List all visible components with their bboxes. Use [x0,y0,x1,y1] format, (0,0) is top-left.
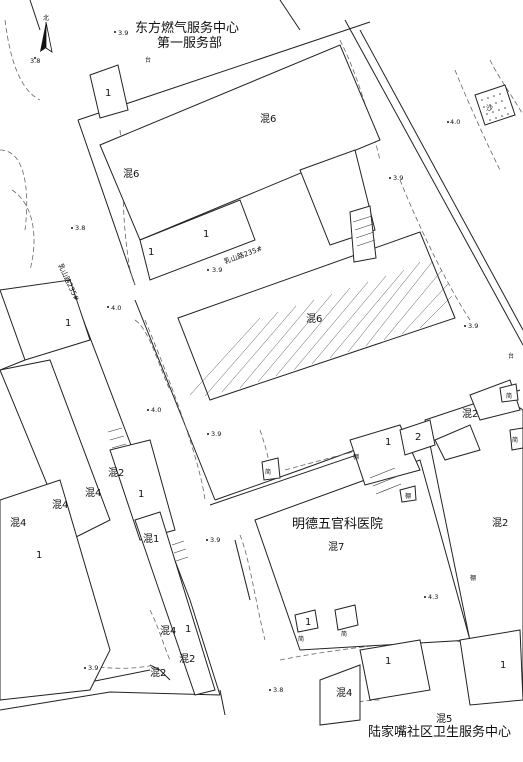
elevation-label: 3.9 [212,266,222,274]
building-label: 混7 [328,541,344,553]
elevation-labels: 3.8 3.9 4.0 3.9 3.8 3.9 4.0 3.9 4.0 3.9 … [30,29,478,694]
building-label: 1 [203,229,209,240]
stand-mark: 台 [145,56,151,64]
elevation-label: 3.9 [210,536,220,544]
elevation-label: 3.9 [393,174,403,182]
hatching [189,261,453,397]
building-label: 混6 [123,168,139,180]
building-label: 1 [185,624,191,635]
building-label: 1 [138,489,144,500]
building-label: 1 [500,660,506,671]
small-mark-labels: 简 简 简 简 简 棚 棚 棚 台 台 [145,56,518,643]
building-label: 2 [415,432,421,443]
building-label: 混4 [52,499,68,511]
building-label: 1 [148,247,154,258]
label-hospital: 明德五官科医院 [292,516,383,532]
building-label: 混4 [85,487,101,499]
elevation-label: 3.8 [75,224,85,232]
building-label: 混2 [150,667,166,679]
shed-mark: 棚 [353,453,359,461]
building-label: 1 [65,318,71,329]
building-label: 混2 [108,467,124,479]
building-label: 1 [105,88,111,99]
stand-mark: 台 [508,352,514,360]
building-label: 1 [305,617,311,628]
elevation-label: 4.0 [111,304,121,312]
label-gas-center: 东方燃气服务中心 [135,20,239,36]
garage-mark: 简 [512,436,518,444]
garage-mark: 简 [265,468,271,476]
sand-area [481,93,509,121]
buildings [0,44,523,726]
elevation-label: 3.9 [118,29,128,37]
building-label: 1 [36,550,42,561]
place-labels: 东方燃气服务中心 第一服务部 明德五官科医院 陆家嘴社区卫生服务中心 乳山路23… [56,20,511,740]
label-community-center: 陆家嘴社区卫生服务中心 [368,724,511,740]
building-labels: 混6 混6 1 1 1 混6 1 1 1 混2 混4 混4 混4 1 混2 1 … [10,88,508,725]
label-sand: 沙 [486,104,493,112]
elevation-label: 3.8 [273,686,283,694]
elevation-label: 4.0 [151,406,161,414]
shed-mark: 棚 [470,574,476,582]
elevation-label: 3.9 [211,430,221,438]
garage-mark: 简 [506,392,512,400]
building-label: 混2 [179,653,195,665]
building-label: 混6 [306,313,322,325]
building-label: 混4 [336,687,352,699]
building-label: 混4 [10,517,26,529]
stairs [107,215,402,562]
garage-mark: 简 [341,630,347,638]
label-gas-center-sub: 第一服务部 [157,35,222,51]
building-label: 1 [385,437,391,448]
building-label: 1 [385,656,391,667]
building-label: 混6 [260,113,276,125]
garage-mark: 简 [298,635,304,643]
building-label: 混4 [160,625,176,637]
elevation-label: 4.0 [450,118,460,126]
north-label: 北 [43,14,49,22]
north-arrow-icon: 北 [40,14,53,53]
shed-mark: 棚 [405,492,411,500]
building-label: 混1 [143,533,159,545]
elevation-label: 3.8 [30,57,40,65]
elevation-label: 3.9 [468,322,478,330]
building-label: 混2 [462,408,478,420]
elevation-label: 3.9 [88,664,98,672]
building-label: 混2 [492,517,508,529]
elevation-dots [34,31,466,691]
building-label: 混5 [436,713,452,725]
elevation-label: 4.3 [428,593,438,601]
